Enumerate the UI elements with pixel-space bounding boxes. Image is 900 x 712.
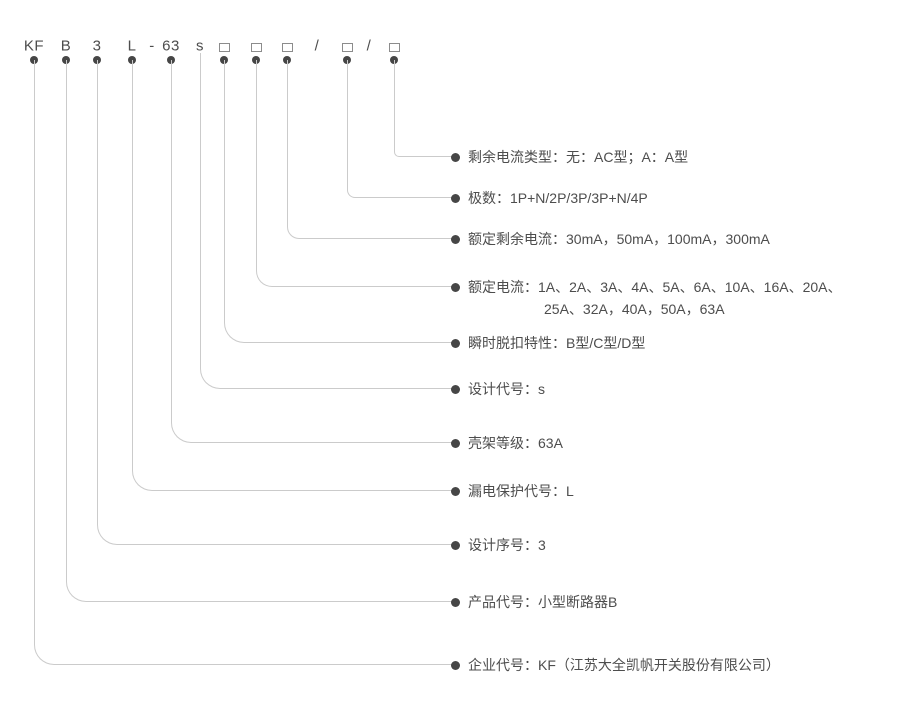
code-char: B bbox=[60, 37, 72, 55]
label-bullet-icon bbox=[450, 438, 460, 448]
label-text: 额定剩余电流：30mA，50mA，100mA，300mA bbox=[468, 228, 770, 250]
label-line-1: 极数：1P+N/2P/3P/3P+N/4P bbox=[468, 190, 648, 206]
code-placeholder-square-icon bbox=[388, 43, 400, 52]
label-bullet-icon bbox=[450, 152, 460, 162]
label-bullet-icon bbox=[450, 486, 460, 496]
code-char: s bbox=[196, 37, 204, 55]
code-placeholder-square-icon bbox=[218, 43, 230, 52]
connector-line bbox=[66, 60, 455, 602]
label-bullet-icon bbox=[450, 597, 460, 607]
label-text: 剩余电流类型：无：AC型；A：A型 bbox=[468, 146, 688, 168]
connector-line bbox=[287, 60, 455, 239]
connector-line bbox=[132, 60, 455, 491]
label-line-1: 剩余电流类型：无：AC型；A：A型 bbox=[468, 149, 689, 165]
label-line-1: 壳架等级：63A bbox=[468, 435, 563, 451]
connector-line bbox=[394, 60, 455, 157]
label-line-1: 额定剩余电流：30mA，50mA，100mA，300mA bbox=[468, 231, 770, 247]
label-line-2: 25A、32A，40A，50A，63A bbox=[544, 301, 725, 317]
label-bullet-icon bbox=[450, 338, 460, 348]
code-separator: / bbox=[314, 37, 320, 55]
label-text: 极数：1P+N/2P/3P/3P+N/4P bbox=[468, 187, 648, 209]
label-text: 壳架等级：63A bbox=[468, 432, 563, 454]
label-bullet-icon bbox=[450, 384, 460, 394]
code-char: L bbox=[127, 37, 137, 55]
label-bullet-icon bbox=[450, 193, 460, 203]
connector-line bbox=[224, 60, 455, 343]
label-text: 产品代号：小型断路器B bbox=[468, 591, 617, 613]
label-text: 设计序号：3 bbox=[468, 534, 546, 556]
label-text: 设计代号：s bbox=[468, 378, 545, 400]
label-line-1: 企业代号：KF（江苏大全凯帆开关股份有限公司） bbox=[468, 657, 780, 673]
connector-line bbox=[256, 60, 455, 287]
label-text: 漏电保护代号：L bbox=[468, 480, 574, 502]
label-line-1: 额定电流：1A、2A、3A、4A、5A、6A、10A、16A、20A、 bbox=[468, 279, 842, 295]
connector-line bbox=[97, 60, 455, 545]
code-char: KF bbox=[23, 37, 45, 55]
label-bullet-icon bbox=[450, 282, 460, 292]
label-line-1: 产品代号：小型断路器B bbox=[468, 594, 618, 610]
connector-line bbox=[171, 60, 455, 443]
code-char: 3 bbox=[92, 37, 102, 55]
label-line-1: 瞬时脱扣特性：B型/C型/D型 bbox=[468, 335, 646, 351]
code-separator: - bbox=[149, 37, 155, 55]
code-placeholder-square-icon bbox=[250, 43, 262, 52]
code-separator: / bbox=[366, 37, 372, 55]
connector-line bbox=[347, 60, 455, 198]
label-bullet-icon bbox=[450, 234, 460, 244]
connector-line bbox=[200, 53, 455, 389]
code-placeholder-square-icon bbox=[281, 43, 293, 52]
label-line-1: 设计代号：s bbox=[468, 381, 545, 397]
code-placeholder-square-icon bbox=[341, 43, 353, 52]
label-line-1: 漏电保护代号：L bbox=[468, 483, 574, 499]
label-bullet-icon bbox=[450, 540, 460, 550]
label-line-1: 设计序号：3 bbox=[468, 537, 546, 553]
label-text: 企业代号：KF（江苏大全凯帆开关股份有限公司） bbox=[468, 654, 780, 676]
connector-line bbox=[34, 60, 455, 665]
label-bullet-icon bbox=[450, 660, 460, 670]
label-text: 瞬时脱扣特性：B型/C型/D型 bbox=[468, 332, 645, 354]
code-char: 63 bbox=[162, 37, 180, 55]
label-text: 额定电流：1A、2A、3A、4A、5A、6A、10A、16A、20A、 25A、3… bbox=[468, 276, 841, 320]
